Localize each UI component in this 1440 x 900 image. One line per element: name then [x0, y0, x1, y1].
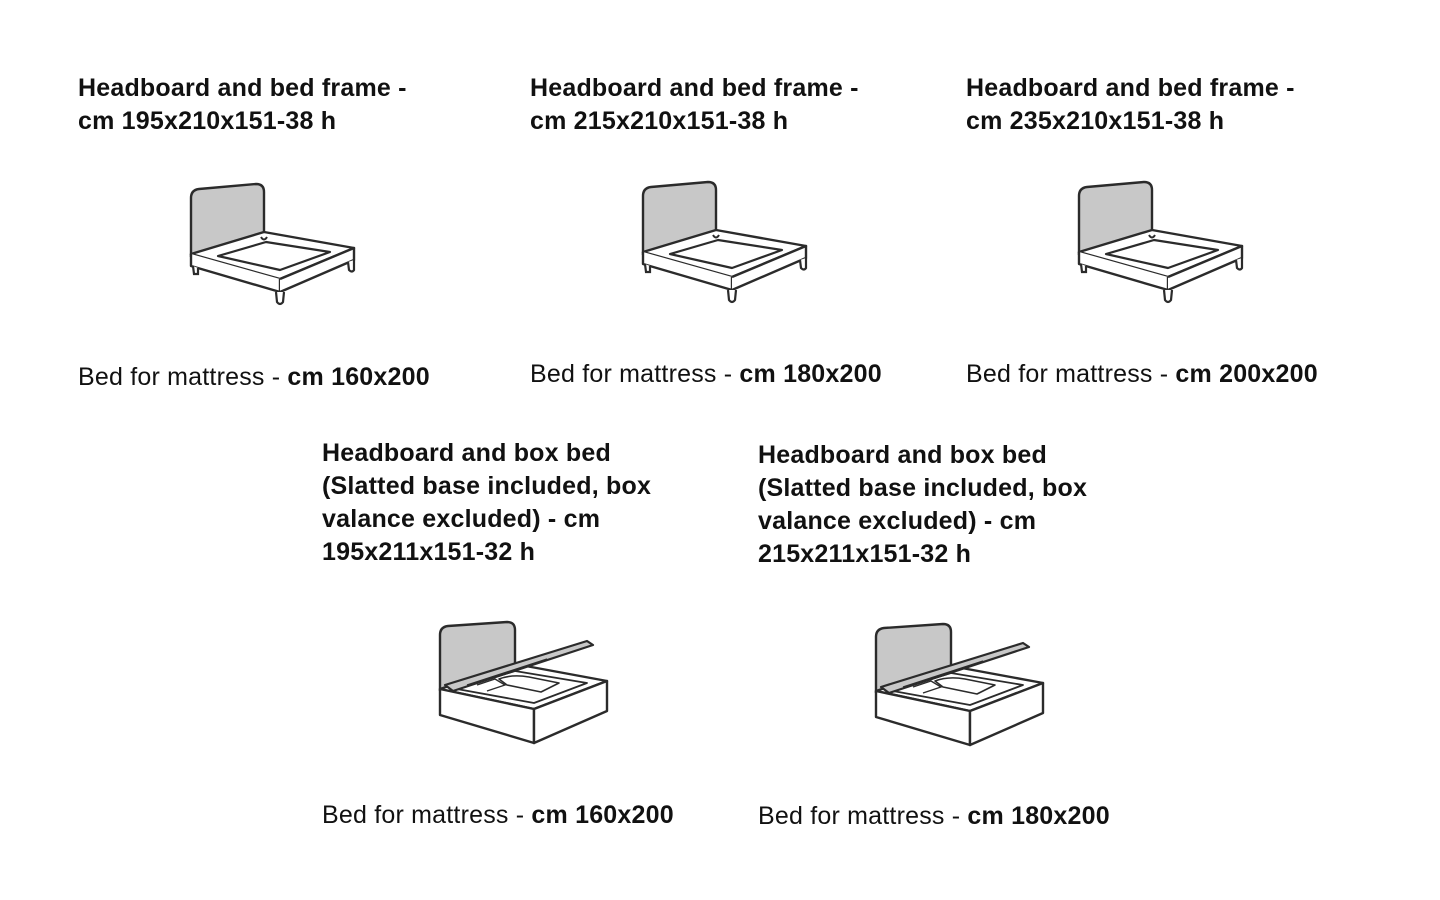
card-title: Headboard and bed frame - cm 195x210x151…	[78, 74, 407, 135]
bed-frame-card-3: Headboard and bed frame - cm 235x210x151…	[966, 72, 1366, 392]
bed-frame-icon	[188, 182, 358, 312]
mattress-prefix: Bed for mattress -	[966, 360, 1176, 388]
bed-frame-card-2: Headboard and bed frame - cm 215x210x151…	[530, 72, 930, 392]
card-title: Headboard and box bed (Slatted base incl…	[322, 439, 652, 566]
mattress-prefix: Bed for mattress -	[530, 360, 740, 388]
card-title: Headboard and box bed (Slatted base incl…	[758, 441, 1088, 568]
mattress-prefix: Bed for mattress -	[322, 801, 532, 829]
box-bed-card-1: Headboard and box bed (Slatted base incl…	[322, 437, 722, 837]
mattress-size: cm 180x200	[967, 802, 1110, 830]
mattress-size-label: Bed for mattress - cm 180x200	[758, 801, 1110, 831]
mattress-size-label: Bed for mattress - cm 160x200	[322, 800, 674, 830]
bed-frame-icon	[640, 180, 810, 310]
mattress-size-label: Bed for mattress - cm 160x200	[78, 362, 430, 392]
box-bed-card-2: Headboard and box bed (Slatted base incl…	[758, 439, 1158, 839]
card-title: Headboard and bed frame - cm 215x210x151…	[530, 74, 859, 135]
storage-box-bed-icon	[873, 621, 1048, 751]
bed-frame-card-1: Headboard and bed frame - cm 195x210x151…	[78, 72, 478, 392]
mattress-size-label: Bed for mattress - cm 200x200	[966, 359, 1318, 389]
mattress-size: cm 180x200	[739, 360, 882, 388]
mattress-size: cm 160x200	[531, 801, 674, 829]
mattress-prefix: Bed for mattress -	[758, 802, 968, 830]
mattress-size: cm 200x200	[1175, 360, 1318, 388]
bed-frame-icon	[1076, 180, 1246, 310]
mattress-size-label: Bed for mattress - cm 180x200	[530, 359, 882, 389]
storage-box-bed-icon	[437, 619, 612, 749]
mattress-prefix: Bed for mattress -	[78, 363, 288, 391]
card-title: Headboard and bed frame - cm 235x210x151…	[966, 74, 1295, 135]
mattress-size: cm 160x200	[287, 363, 430, 391]
